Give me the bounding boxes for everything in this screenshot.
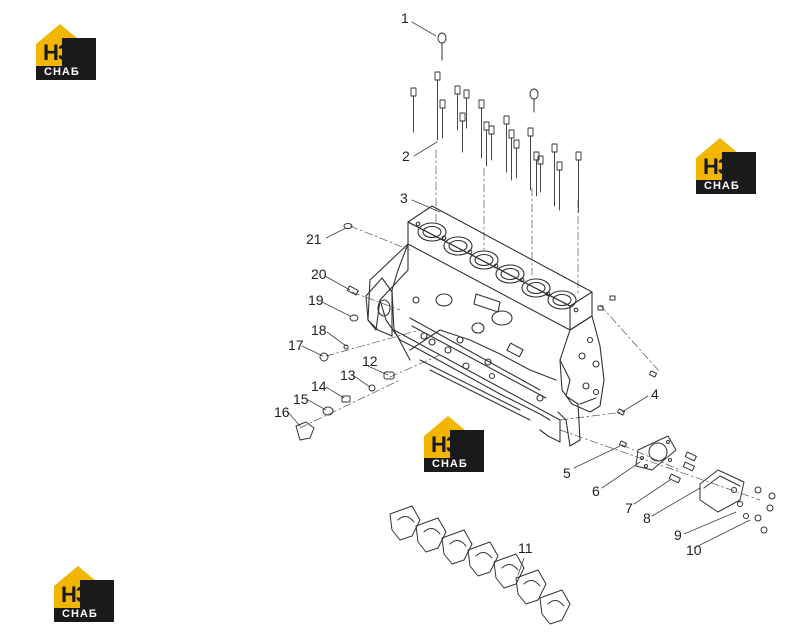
callout-20: 20	[311, 266, 327, 282]
callout-19: 19	[308, 292, 324, 308]
house-logo-icon	[54, 566, 114, 622]
callout-13: 13	[340, 367, 356, 383]
leader-lines	[287, 21, 751, 576]
callout-9: 9	[674, 527, 682, 543]
callout-8: 8	[643, 510, 651, 526]
callout-2: 2	[402, 148, 410, 164]
callout-14: 14	[311, 378, 327, 394]
eye-bolt-group	[437, 32, 539, 113]
logo-caption: CHAБ	[704, 180, 740, 192]
logo-caption: CHAБ	[62, 608, 98, 620]
callout-7: 7	[625, 500, 633, 516]
cover-plate	[699, 469, 745, 513]
logo-mark: H3	[431, 432, 458, 457]
house-logo-icon	[424, 416, 484, 472]
callout-18: 18	[311, 322, 327, 338]
brand-logo-center: H3 CHAБ	[422, 414, 486, 472]
main-bearing-caps	[389, 505, 571, 625]
callout-21: 21	[306, 231, 322, 247]
assembly-axes	[299, 149, 761, 501]
brand-logo-right: H3 CHAБ	[694, 136, 758, 194]
head-bolts-group	[410, 71, 582, 213]
logo-caption: CHAБ	[432, 458, 468, 470]
small-parts	[295, 223, 658, 448]
callout-3: 3	[400, 190, 408, 206]
callout-5: 5	[563, 465, 571, 481]
engine-block	[365, 205, 605, 447]
callout-1: 1	[401, 10, 409, 26]
house-logo-icon	[36, 24, 96, 80]
callout-15: 15	[293, 391, 309, 407]
brand-logo-top-left: H3 CHAБ	[34, 22, 98, 80]
brand-logo-bottom-left: H3 CHAБ	[52, 564, 116, 622]
callout-16: 16	[274, 404, 290, 420]
logo-mark: H3	[43, 40, 70, 65]
callout-10: 10	[686, 542, 702, 558]
callout-17: 17	[288, 337, 304, 353]
logo-mark: H3	[703, 154, 730, 179]
gasket	[635, 435, 677, 471]
callout-12: 12	[362, 353, 378, 369]
logo-mark: H3	[61, 582, 88, 607]
studs	[668, 451, 697, 484]
logo-caption: CHAБ	[44, 66, 80, 78]
callout-11: 11	[518, 540, 533, 556]
callout-4: 4	[651, 386, 659, 402]
house-logo-icon	[696, 138, 756, 194]
callout-6: 6	[592, 483, 600, 499]
nuts-washers	[731, 486, 776, 534]
